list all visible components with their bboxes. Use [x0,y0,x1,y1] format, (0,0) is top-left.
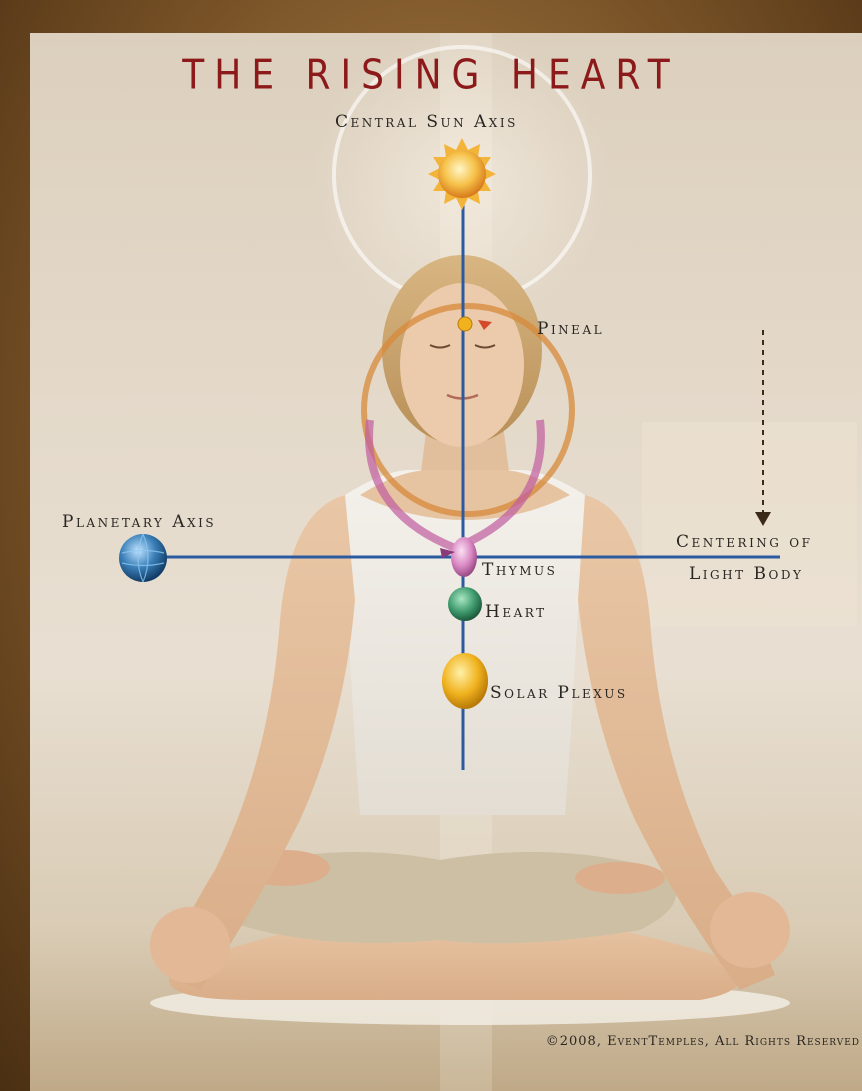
central-sun-axis-label: Central Sun Axis [335,112,518,132]
centering-label-line1: Centering of [676,532,812,552]
copyright-notice: ©2008, EventTemples, All Rights Reserved [546,1034,860,1049]
solar-plexus-label: Solar Plexus [490,683,628,703]
planetary-axis-label: Planetary Axis [62,512,216,532]
pineal-node [458,317,472,331]
centering-label-line2: Light Body [689,564,803,584]
thymus-label: Thymus [482,560,557,580]
planet-icon [119,534,167,582]
solar-plexus-node [442,653,488,709]
left-hand [150,907,230,983]
diagram-canvas [30,33,862,1091]
right-hand [710,892,790,968]
tank-top [345,470,585,815]
heart-label: Heart [485,602,547,622]
heart-node [448,587,482,621]
light-body-panel [642,422,857,627]
diagram-artwork [30,33,862,1091]
right-foot [575,862,665,894]
pineal-label: Pineal [537,319,604,339]
page-title: THE RISING HEART [0,52,862,99]
thymus-node [451,537,477,577]
